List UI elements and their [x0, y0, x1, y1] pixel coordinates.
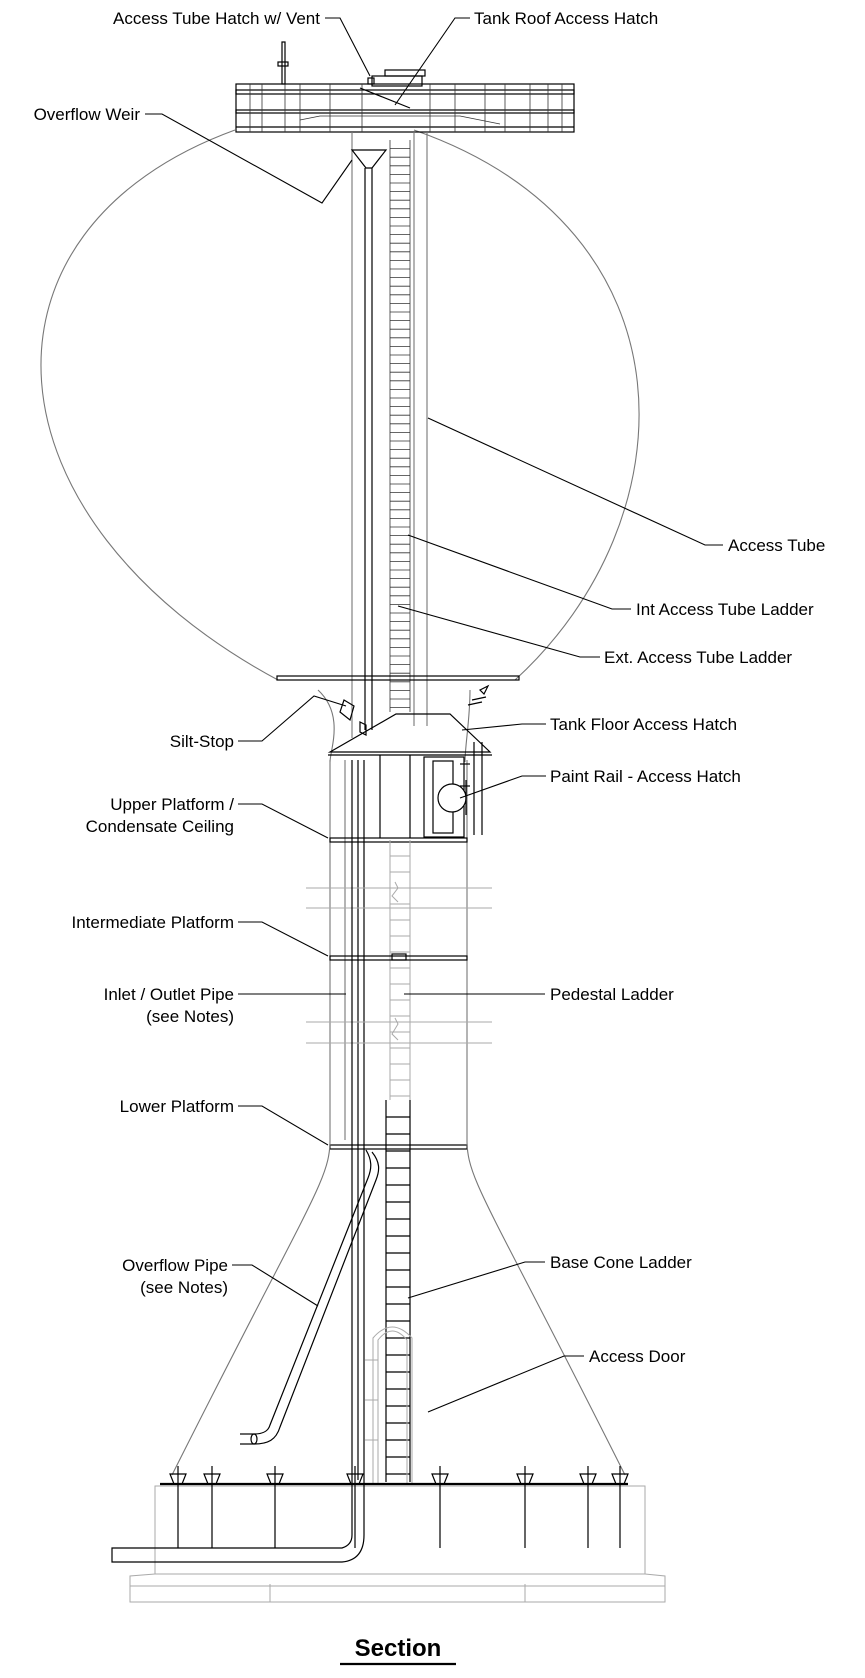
overflow-pipe — [240, 1149, 380, 1445]
access-tube — [351, 132, 428, 738]
anchor-bolt — [611, 1473, 629, 1485]
label-upper-platform-1: Upper Platform / — [110, 795, 234, 814]
anchor-bolt — [203, 1473, 221, 1485]
break-lines — [306, 881, 492, 1044]
label-base-cone-ladder: Base Cone Ladder — [550, 1253, 692, 1272]
label-ext-ladder: Ext. Access Tube Ladder — [604, 648, 792, 667]
anchor-bolt — [431, 1473, 449, 1485]
pedestal-walls — [329, 760, 468, 1480]
diagram-title: Section — [355, 1635, 442, 1662]
label-tank-roof-hatch: Tank Roof Access Hatch — [474, 9, 658, 28]
label-access-door: Access Door — [589, 1347, 686, 1366]
label-overflow-pipe-1: Overflow Pipe — [122, 1256, 228, 1275]
leader-lines — [145, 17, 723, 1413]
label-upper-platform-2: Condensate Ceiling — [86, 817, 234, 836]
int-access-tube-ladder — [389, 140, 411, 712]
label-silt-stop: Silt-Stop — [170, 732, 234, 751]
label-inlet-pipe-1: Inlet / Outlet Pipe — [104, 985, 234, 1004]
overflow-weir — [350, 149, 388, 730]
base-cone — [171, 1139, 626, 1476]
anchor-bolt — [169, 1473, 187, 1485]
anchor-bolt — [346, 1473, 364, 1485]
label-paint-rail: Paint Rail - Access Hatch — [550, 767, 741, 786]
label-intermediate-platform: Intermediate Platform — [71, 913, 234, 932]
label-inlet-pipe-2: (see Notes) — [146, 1007, 234, 1026]
bowl-pedestal-transition — [317, 689, 471, 763]
roof-handrail — [235, 41, 575, 133]
label-overflow-weir: Overflow Weir — [34, 105, 141, 124]
base-cone-ladder — [385, 1100, 411, 1482]
labels: Access Tube Hatch w/ Vent Tank Roof Acce… — [34, 9, 826, 1366]
anchor-bolt — [266, 1473, 284, 1485]
anchor-bolt — [516, 1473, 534, 1485]
label-access-tube-hatch: Access Tube Hatch w/ Vent — [113, 9, 320, 28]
foundation — [111, 1480, 666, 1603]
upper-compartment — [329, 742, 483, 843]
access-door — [365, 1326, 413, 1485]
label-int-ladder: Int Access Tube Ladder — [636, 600, 814, 619]
anchor-bolt — [579, 1473, 597, 1485]
label-lower-platform: Lower Platform — [120, 1097, 234, 1116]
label-access-tube: Access Tube — [728, 536, 825, 555]
label-tank-floor-hatch: Tank Floor Access Hatch — [550, 715, 737, 734]
label-overflow-pipe-2: (see Notes) — [140, 1278, 228, 1297]
anchor-bolts — [169, 1466, 629, 1548]
pedestal-ladder-upper — [389, 840, 411, 1100]
label-pedestal-ladder: Pedestal Ladder — [550, 985, 674, 1004]
tank-bowl-outline — [40, 129, 640, 681]
lower-platform — [329, 1144, 468, 1150]
tank-floor — [276, 675, 520, 756]
